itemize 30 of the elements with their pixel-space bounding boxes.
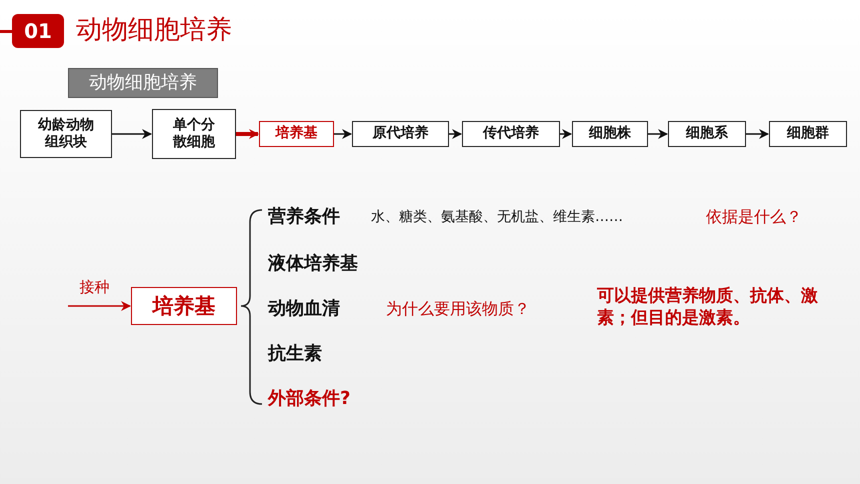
process-box: 幼龄动物组织块 xyxy=(20,110,112,158)
answer-text: 可以提供营养物质、抗体、激素；但目的是激素。 xyxy=(597,285,819,330)
edge-label: 接种 xyxy=(80,278,110,297)
arrow xyxy=(449,129,462,139)
process-box: 单个分散细胞 xyxy=(152,109,236,159)
process-box: 原代培养 xyxy=(352,121,449,147)
list-item-heading: 外部条件? xyxy=(268,387,350,410)
list-item-heading: 动物血清 xyxy=(268,297,340,320)
arrow xyxy=(746,129,769,139)
list-item-heading: 营养条件 xyxy=(268,205,340,228)
section-label: 动物细胞培养 xyxy=(68,68,218,98)
list-item-heading: 抗生素 xyxy=(268,342,322,365)
arrow xyxy=(112,129,152,139)
header-badge: 01 xyxy=(12,14,64,48)
question-text: 为什么要用该物质？ xyxy=(386,299,530,320)
process-box: 培养基 xyxy=(259,121,334,147)
process-box: 传代培养 xyxy=(462,121,560,147)
question-text: 依据是什么？ xyxy=(706,207,802,228)
arrow xyxy=(648,129,668,139)
process-box: 细胞系 xyxy=(668,121,746,147)
process-box: 细胞群 xyxy=(769,121,847,147)
arrow xyxy=(236,129,259,139)
list-item-heading: 液体培养基 xyxy=(268,252,358,275)
slide-title: 动物细胞培养 xyxy=(76,14,232,47)
process-box: 细胞株 xyxy=(572,121,648,147)
process-box: 培养基 xyxy=(131,287,237,325)
arrow xyxy=(68,301,131,311)
arrow xyxy=(560,129,572,139)
arrow xyxy=(334,129,352,139)
list-item-text: 水、糖类、氨基酸、无机盐、维生素…… xyxy=(371,208,623,226)
